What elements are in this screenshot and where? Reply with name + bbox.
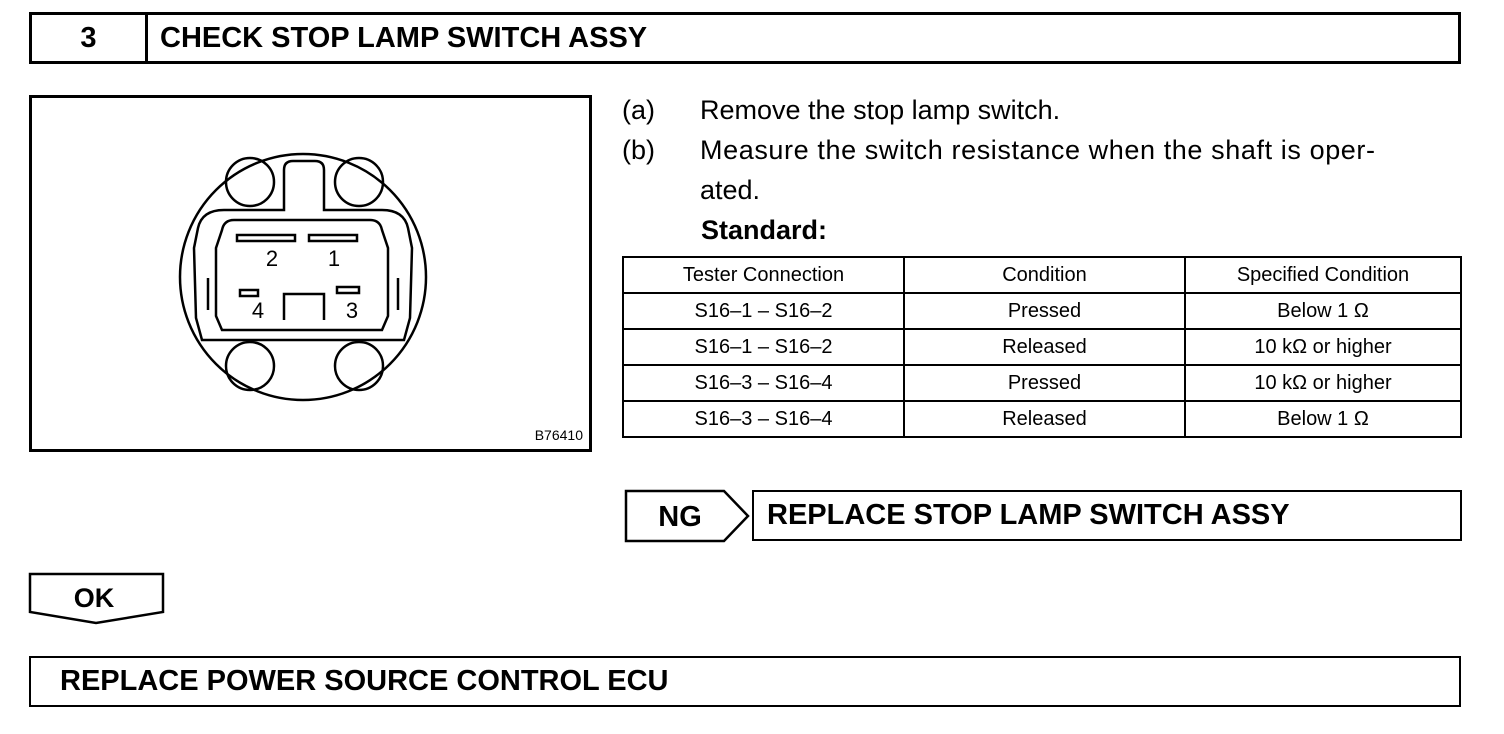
ok-label: OK: [74, 583, 115, 613]
terminal-3: [335, 285, 361, 295]
table-header-row: Tester Connection Condition Specified Co…: [622, 256, 1462, 294]
table-cell: S16–1 – S16–2: [622, 328, 905, 366]
ng-label: NG: [658, 501, 702, 533]
col-header-condition: Condition: [903, 256, 1186, 294]
step-b-label: (b): [622, 135, 655, 165]
table-cell: Released: [903, 328, 1186, 366]
terminal-4: [238, 288, 260, 298]
terminal-label-4: 4: [252, 298, 264, 323]
terminal-1: [307, 233, 359, 243]
ok-action-box: REPLACE POWER SOURCE CONTROL ECU: [29, 656, 1461, 707]
table-cell: Pressed: [903, 364, 1186, 402]
connector-inner-housing: [214, 218, 390, 332]
ng-action-text: REPLACE STOP LAMP SWITCH ASSY: [767, 499, 1290, 531]
connector-housing: [192, 159, 414, 342]
col-header-tester-connection: Tester Connection: [622, 256, 905, 294]
table-row: S16–3 – S16–4 Released Below 1 Ω: [622, 400, 1462, 438]
terminal-label-3: 3: [346, 298, 358, 323]
terminal-2: [235, 233, 297, 243]
step-header: 3 CHECK STOP LAMP SWITCH ASSY: [29, 12, 1461, 64]
ok-action-text: REPLACE POWER SOURCE CONTROL ECU: [60, 665, 669, 697]
connector-drawing: 2 1 4 3: [178, 152, 428, 402]
step-a: (a) Remove the stop lamp switch.: [622, 90, 1462, 130]
ok-arrow: OK: [28, 572, 165, 625]
spec-table: Tester Connection Condition Specified Co…: [622, 256, 1462, 438]
table-cell: S16–1 – S16–2: [622, 292, 905, 330]
table-cell: 10 kΩ or higher: [1184, 328, 1462, 366]
table-cell: S16–3 – S16–4: [622, 364, 905, 402]
step-a-label: (a): [622, 95, 655, 125]
step-a-text: Remove the stop lamp switch.: [700, 95, 1061, 125]
key-notch: [282, 292, 326, 320]
table-row: S16–1 – S16–2 Released 10 kΩ or higher: [622, 328, 1462, 366]
table-cell: Below 1 Ω: [1184, 292, 1462, 330]
mount-lobe-top-right: [333, 156, 385, 208]
mount-lobe-bottom-left: [224, 340, 276, 392]
table-row: S16–3 – S16–4 Pressed 10 kΩ or higher: [622, 364, 1462, 402]
standard-label: Standard:: [701, 215, 828, 245]
step-b-text-line-1: Measure the switch resistance when the s…: [700, 135, 1376, 165]
terminal-label-1: 1: [328, 246, 340, 271]
table-row: S16–1 – S16–2 Pressed Below 1 Ω: [622, 292, 1462, 330]
step-b: (b) Measure the switch resistance when t…: [622, 130, 1462, 210]
table-cell: S16–3 – S16–4: [622, 400, 905, 438]
step-title: CHECK STOP LAMP SWITCH ASSY: [160, 21, 648, 54]
col-header-specified-condition: Specified Condition: [1184, 256, 1462, 294]
connector-outer-ring: [178, 152, 428, 402]
figure-code: B76410: [534, 427, 583, 443]
step-number: 3: [32, 15, 148, 61]
ng-arrow: NG: [624, 489, 750, 543]
terminal-label-2: 2: [266, 246, 278, 271]
mount-lobe-bottom-right: [333, 340, 385, 392]
table-cell: 10 kΩ or higher: [1184, 364, 1462, 402]
connector-figure: 2 1 4 3 B76410: [29, 95, 592, 452]
table-cell: Released: [903, 400, 1186, 438]
mount-lobe-top-left: [224, 156, 276, 208]
step-b-text-line-2: ated.: [700, 175, 761, 205]
ok-arrow-shape: [28, 572, 165, 625]
ng-arrow-shape: [624, 489, 750, 543]
table-cell: Below 1 Ω: [1184, 400, 1462, 438]
table-cell: Pressed: [903, 292, 1186, 330]
ng-action-box: REPLACE STOP LAMP SWITCH ASSY: [752, 490, 1462, 541]
